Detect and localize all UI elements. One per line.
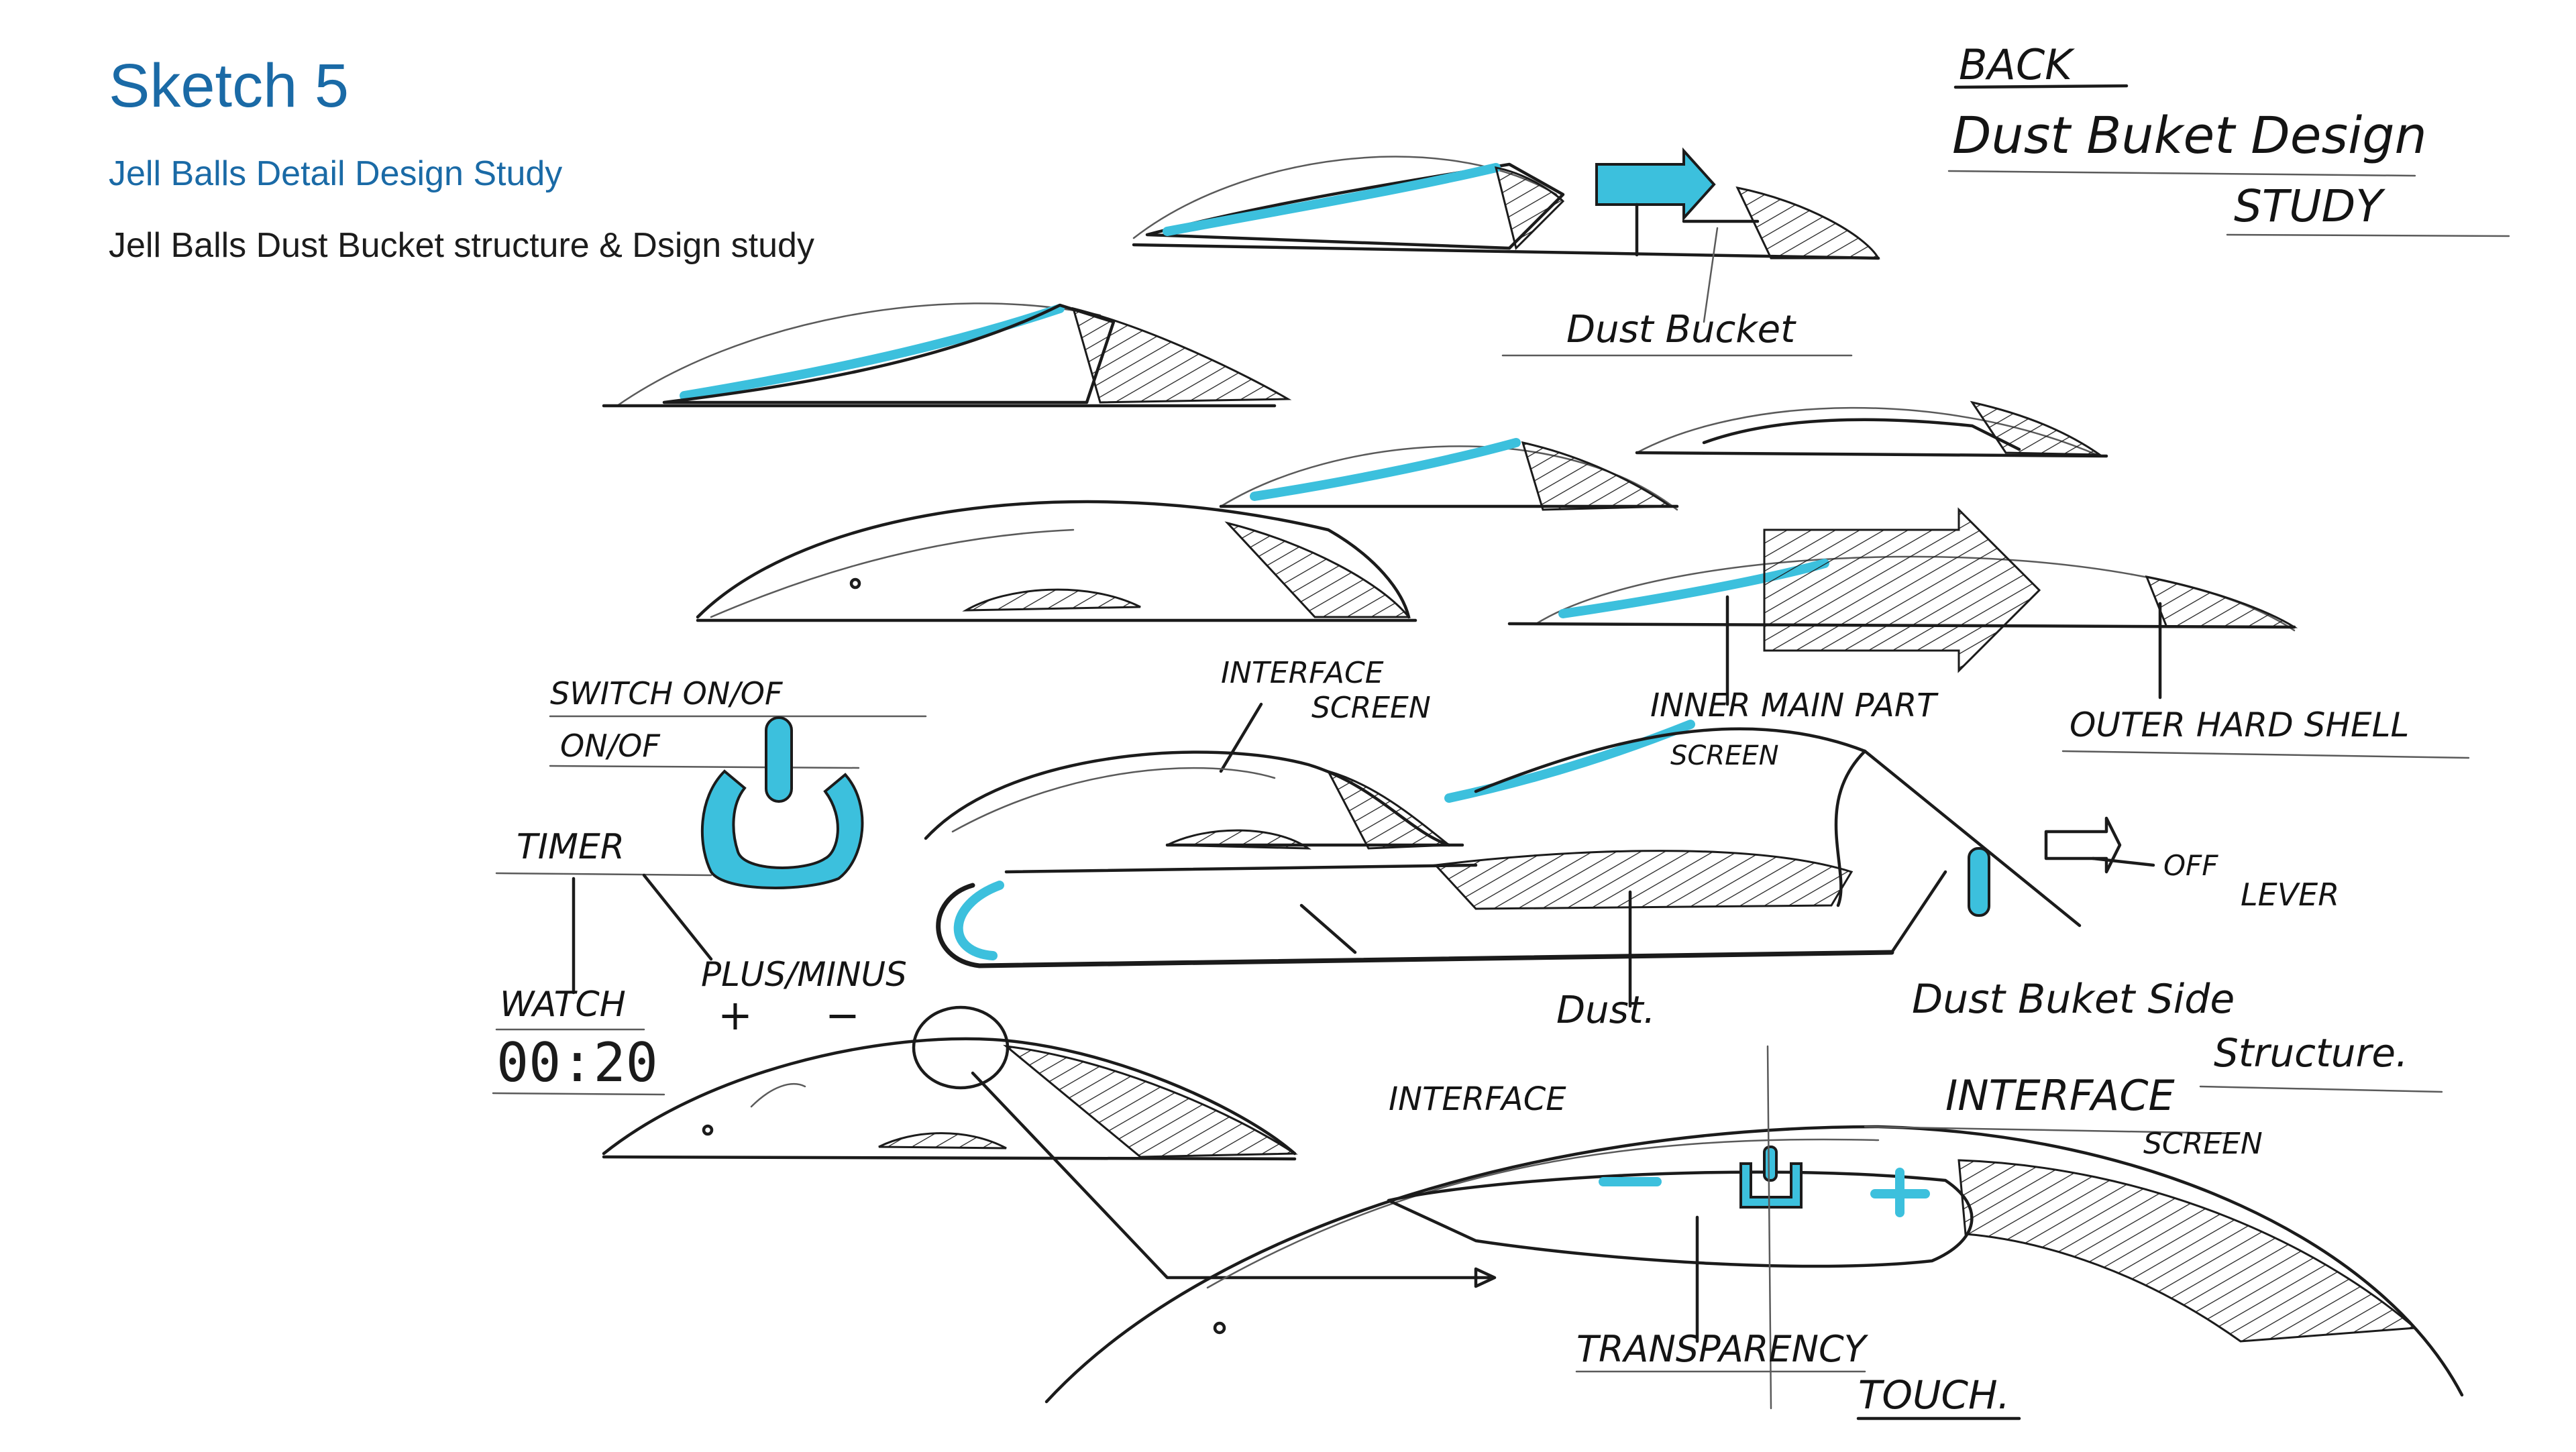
interface-left-label: INTERFACE: [1389, 1080, 1566, 1118]
mouse-sketch-large-left: [696, 500, 1417, 622]
screen-label: SCREEN: [1670, 740, 1779, 771]
structure-label: Structure.: [2214, 1030, 2408, 1076]
interface-right-label: INTERFACE: [1945, 1071, 2176, 1120]
dust-label: Dust.: [1556, 989, 1656, 1032]
back-label: BACK: [1959, 40, 2075, 89]
page-description: Jell Balls Dust Bucket structure & Dsign…: [109, 226, 814, 266]
dust-bucket-side-label: Dust Buket Side: [1912, 976, 2235, 1023]
study-label: STUDY: [2234, 180, 2385, 232]
mouse-sketch-bottom-large: [1044, 1045, 2464, 1410]
plus-sign: +: [718, 991, 753, 1040]
interface-label: INTERFACE: [1221, 656, 1384, 690]
interface-right-screen-label: SCREEN: [2143, 1127, 2263, 1161]
timer-label: TIMER: [517, 827, 625, 867]
page-title: Sketch 5: [109, 52, 349, 120]
off-lever-icon: [1968, 847, 1990, 917]
plus-minus-label: PLUS/MINUS: [701, 955, 907, 994]
page-subtitle: Jell Balls Detail Design Study: [109, 154, 563, 194]
mouse-sketch-bottom-left: [602, 1005, 1497, 1288]
mouse-sketch-arrow-right: [1507, 507, 2298, 706]
mouse-sketch-central: [924, 720, 2155, 1008]
power-icon-bottom: [1739, 1162, 1803, 1209]
magnifier-circle: [912, 1005, 1010, 1090]
on-off-label: ON/OF: [560, 728, 660, 764]
watch-label: WATCH: [500, 985, 626, 1025]
lever-label: LEVER: [2241, 877, 2339, 913]
minus-sign: −: [825, 991, 860, 1040]
off-label: OFF: [2163, 849, 2218, 882]
mouse-sketch-small-right: [1635, 400, 2108, 458]
outer-hard-shell-label: OUTER HARD SHELL: [2070, 706, 2409, 744]
inner-main-part-label: INNER MAIN PART: [1650, 687, 1939, 724]
control-cluster: SWITCH ON/OF ON/OF TIMER PLUS/MINUS + − …: [492, 675, 927, 1096]
mouse-sketch-middle: [1219, 438, 1679, 511]
transparency-label: TRANSPARENCY: [1576, 1328, 1869, 1370]
dust-bucket-design-label: Dust Buket Design: [1952, 105, 2427, 165]
back-note: BACK Dust Buket Design STUDY: [1947, 40, 2510, 237]
watch-time: 00:20: [496, 1031, 658, 1094]
page-header: Sketch 5 Jell Balls Detail Design Study …: [109, 52, 814, 266]
dust-bucket-label: Dust Bucket: [1566, 308, 1796, 351]
mouse-sketch-top: [1132, 147, 1880, 357]
switch-on-off-label: SWITCH ON/OF: [550, 675, 783, 712]
mouse-sketch-second: [602, 302, 1292, 408]
interface-screen-label: SCREEN: [1311, 691, 1431, 725]
power-switch-icon: [765, 716, 793, 803]
touch-label: TOUCH.: [1858, 1372, 2010, 1418]
